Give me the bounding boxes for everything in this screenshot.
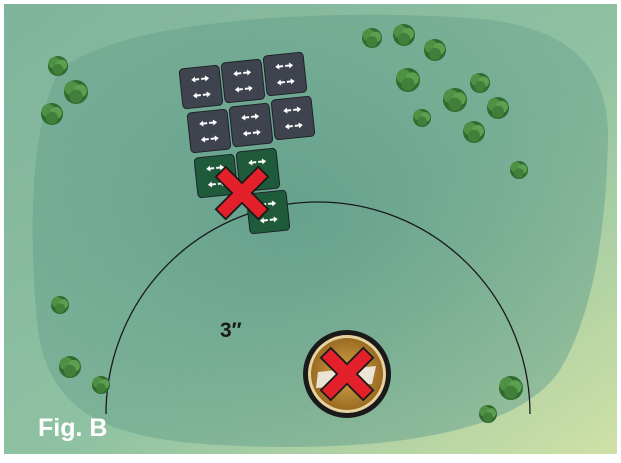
tree-icon	[393, 24, 415, 46]
tree-icon	[41, 103, 63, 125]
tree-icon	[499, 376, 523, 400]
range-arc	[105, 201, 531, 415]
unit-base[interactable]	[186, 108, 232, 154]
gray-unit[interactable]	[178, 51, 316, 154]
tree-icon	[48, 56, 68, 76]
tree-icon	[59, 356, 81, 378]
tree-icon	[424, 39, 446, 61]
terrain-area	[32, 14, 609, 447]
tree-icon	[396, 68, 420, 92]
unit-base[interactable]	[228, 102, 274, 148]
unit-base[interactable]	[270, 95, 316, 141]
unit-base[interactable]	[262, 51, 308, 97]
figure-caption: Fig. B	[38, 414, 107, 442]
unit-base[interactable]	[220, 58, 266, 104]
tree-icon	[479, 405, 497, 423]
red-x-icon	[319, 346, 375, 402]
tree-icon	[510, 161, 528, 179]
tree-icon	[51, 296, 69, 314]
tree-icon	[470, 73, 490, 93]
tree-icon	[487, 97, 509, 119]
unit-base[interactable]	[178, 64, 224, 110]
tree-icon	[92, 376, 110, 394]
tree-icon	[362, 28, 382, 48]
tree-cluster	[41, 24, 528, 423]
tree-icon	[463, 121, 485, 143]
tree-icon	[64, 80, 88, 104]
tree-icon	[443, 88, 467, 112]
measurement-label: 3″	[220, 319, 242, 342]
tree-icon	[413, 109, 431, 127]
red-x-icon	[214, 165, 270, 221]
